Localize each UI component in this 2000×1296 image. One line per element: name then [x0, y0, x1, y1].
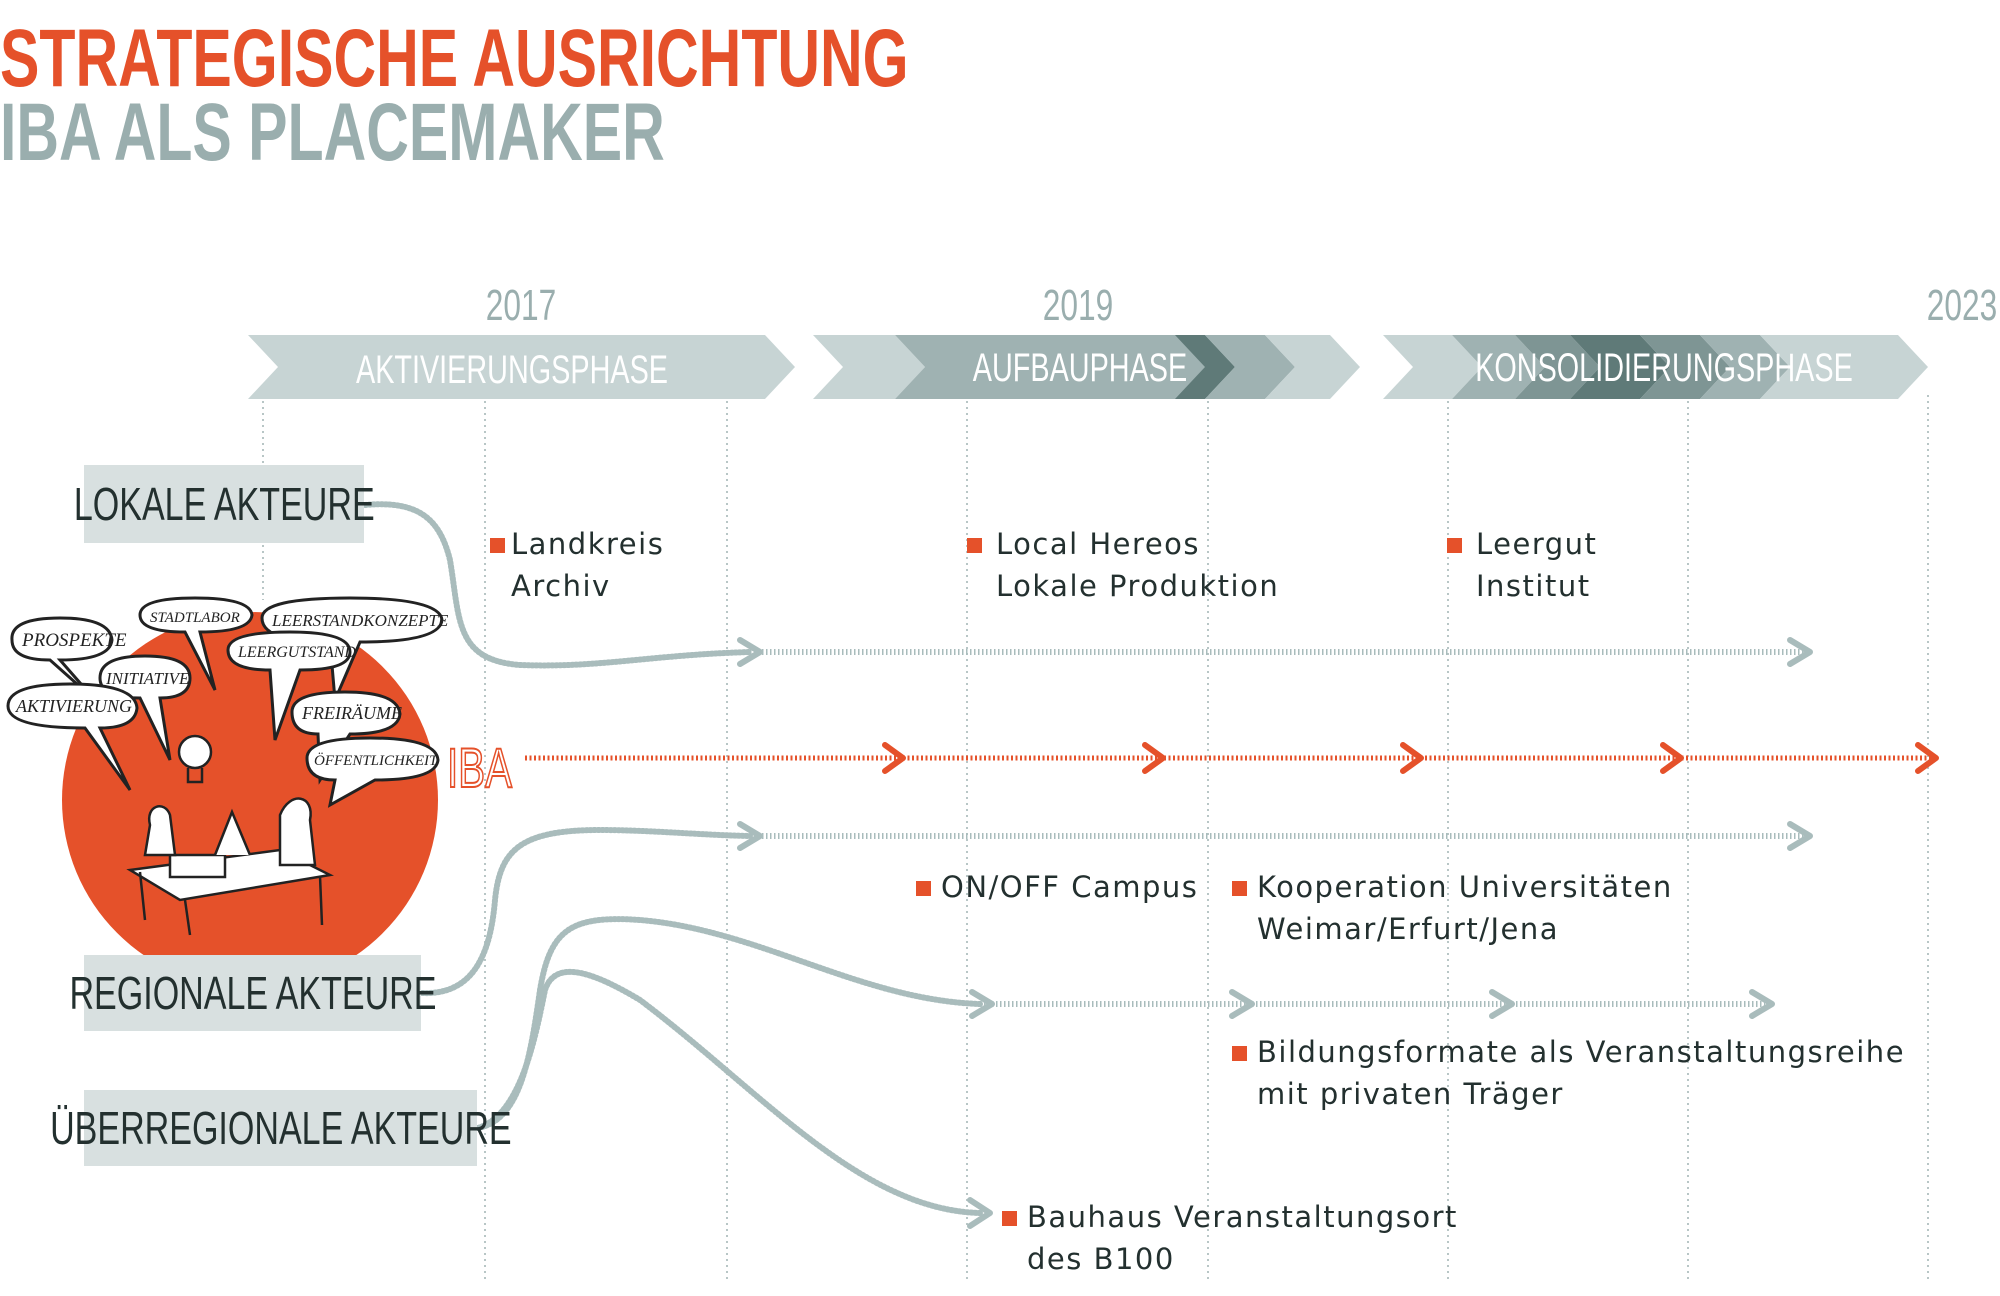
project-line: Bildungsformate als Veranstaltungsreihe [1257, 1035, 1906, 1069]
actor-box-ueberregional: ÜBERREGIONALE AKTEURE [50, 1090, 511, 1166]
actor-box-regional: REGIONALE AKTEURE [69, 955, 436, 1031]
phase-aufbau-segment [813, 335, 925, 399]
phase-konsolidierung-segment [1760, 335, 1928, 399]
project-bullet [490, 538, 505, 553]
phase-aufbau-segment [895, 335, 1210, 399]
project-line: Bauhaus Veranstaltungsort [1027, 1200, 1458, 1234]
iba-arrow-head-icon [882, 742, 906, 774]
iba-label: IBA [447, 738, 512, 800]
connector-ueberregional-2 [475, 968, 983, 1216]
project-line: mit privaten Träger [1257, 1077, 1564, 1111]
actor-label-ueberregional: ÜBERREGIONALE AKTEURE [49, 1102, 512, 1154]
phase-aufbau-segment [1205, 335, 1295, 399]
year-2023: 2023 [1927, 281, 1997, 330]
phase-band [248, 335, 1928, 399]
project-bildungsformate: Bildungsformate als Veranstaltungsreihe … [1257, 1031, 1905, 1115]
project-line: Leergut [1476, 527, 1598, 561]
project-onoff-campus: ON/OFF Campus [941, 866, 1198, 908]
project-leergut: Leergut Institut [1476, 523, 1597, 607]
project-bullet [1232, 1046, 1247, 1061]
phase-konsolidierung-segment [1452, 335, 1545, 399]
connector-ueberregional-1 [475, 916, 983, 1131]
speech-bubble [290, 690, 402, 785]
speech-bubble [10, 616, 114, 702]
page-title: STRATEGISCHE AUSRICHTUNG [0, 13, 909, 104]
project-bullet [916, 881, 931, 896]
phase-konsolidierung-segment [1515, 335, 1600, 399]
phase-label-aktivierung: AKTIVIERUNGSPHASE [356, 347, 668, 392]
arrow-head-icon [1749, 989, 1775, 1019]
actor-label-regional: REGIONALE AKTEURE [69, 967, 436, 1019]
project-bullet [1002, 1211, 1017, 1226]
project-bauhaus: Bauhaus Veranstaltungsort des B100 [1027, 1196, 1458, 1280]
bubble-text: LEERSTANDKONZEPTE [271, 611, 449, 630]
phase-aktivierung-arrow [248, 335, 795, 399]
project-line: Landkreis [511, 527, 665, 561]
iba-arrow-head-icon [1400, 742, 1424, 774]
bubble-text: INITIATIVE [105, 669, 190, 688]
speech-bubble [305, 736, 440, 808]
project-line: des B100 [1027, 1242, 1175, 1276]
year-2019: 2019 [1043, 281, 1113, 330]
year-2017: 2017 [486, 281, 556, 330]
phase-konsolidierung-segment [1383, 335, 1482, 399]
bubble-text: ÖFFENTLICHKEIT [314, 752, 439, 769]
actor-label-lokal: LOKALE AKTEURE [73, 478, 375, 530]
project-line: ON/OFF Campus [941, 870, 1199, 904]
phase-label-aufbau: AUFBAUPHASE [973, 345, 1187, 390]
project-kooperation: Kooperation Universitäten Weimar/Erfurt/… [1257, 866, 1673, 950]
phase-aufbau-segment [1265, 335, 1360, 399]
project-bullet [1232, 881, 1247, 896]
bubble-text: LEERGUTSTAND [237, 644, 356, 661]
arrow-head-icon [969, 989, 995, 1019]
project-bullet [967, 538, 982, 553]
arrow-head-icon [1489, 989, 1515, 1019]
arrow-head-icon [1787, 821, 1813, 851]
project-line: Weimar/Erfurt/Jena [1257, 912, 1560, 946]
iba-arrow-head-icon [1142, 742, 1166, 774]
project-landkreis: Landkreis Archiv [511, 523, 664, 607]
speech-bubble [138, 596, 254, 691]
project-local-hereos: Local Hereos Lokale Produktion [996, 523, 1279, 607]
arrow-head-icon [1229, 989, 1255, 1019]
bubble-text: STADTLABOR [150, 610, 240, 626]
arrow-head-icon [737, 821, 763, 851]
actor-box-lokal: LOKALE AKTEURE [74, 465, 374, 543]
project-line: Archiv [511, 569, 611, 603]
bubble-text: FREIRÄUME [301, 703, 402, 723]
arrow-head-icon [967, 1197, 993, 1229]
speech-bubble [6, 682, 139, 791]
arrow-head-icon [1787, 637, 1813, 667]
bubble-text: AKTIVIERUNG [15, 696, 132, 716]
project-bullet [1447, 538, 1462, 553]
project-line: Kooperation Universitäten [1257, 870, 1673, 904]
phase-konsolidierung-segment [1700, 335, 1790, 399]
illustration: PROSPEKTE STADTLABOR LEERSTANDKONZEPTE L… [6, 596, 449, 988]
bubble-text: PROSPEKTE [21, 630, 127, 651]
connector-regional [419, 826, 753, 997]
page-subtitle: IBA ALS PLACEMAKER [0, 87, 665, 178]
iba-arrow-head-icon [1915, 742, 1939, 774]
iba-arrow-head-icon [1660, 742, 1684, 774]
connector-lokal [362, 501, 753, 669]
project-line: Institut [1476, 569, 1591, 603]
phase-label-konsolidierung: KONSOLIDIERUNGSPHASE [1475, 345, 1853, 390]
meeting-sketch-icon [126, 734, 334, 936]
phase-konsolidierung-segment [1570, 335, 1670, 399]
arrow-head-icon [737, 637, 763, 667]
project-line: Local Hereos [996, 527, 1201, 561]
speech-bubble [226, 630, 352, 741]
project-line: Lokale Produktion [996, 569, 1280, 603]
phase-konsolidierung-segment [1640, 335, 1730, 399]
